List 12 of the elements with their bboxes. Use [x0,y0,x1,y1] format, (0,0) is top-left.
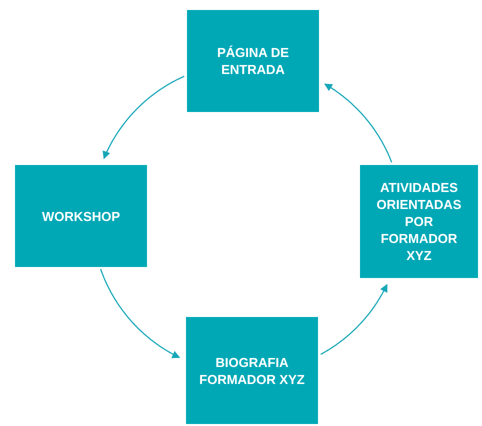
box-label: ATIVIDADES ORIENTADAS POR FORMADOR XYZ [376,179,462,264]
box-label: PÁGINA DE ENTRADA [216,44,290,78]
arrow [320,284,388,355]
process-box [186,317,318,424]
arrow [102,76,184,160]
box-label: WORKSHOP [42,208,120,224]
arrow [100,268,180,358]
process-box [360,165,478,278]
box-label: BIOGRAFIA FORMADOR XYZ [198,354,306,388]
process-box [15,165,147,267]
arrow [324,84,392,162]
process-box [187,10,319,112]
